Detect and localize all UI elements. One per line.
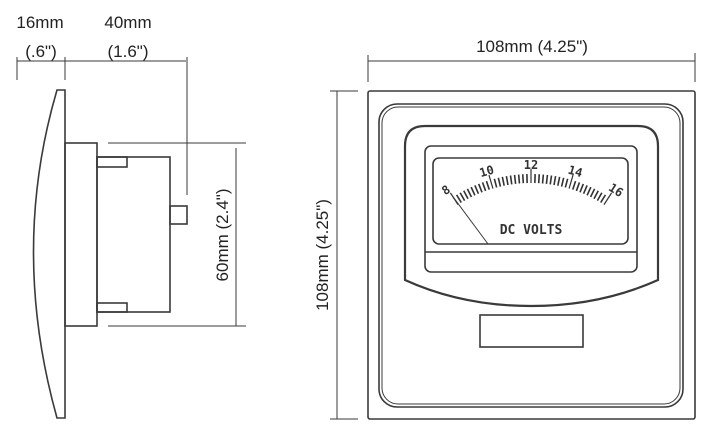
scale-minor-tick [596,192,603,201]
front-depth-in-label: (.6") [25,42,57,61]
width-label: 108mm (4.25") [476,37,588,56]
side-view: 16mm (.6") 40mm (1.6") 60mm (2.4") [16,13,246,419]
scale-minor-tick [474,185,480,195]
scale-minor-tick [493,178,498,188]
scale-major-tick [603,192,613,205]
meter-bezel [403,124,660,308]
height-dimension-lines-front [330,90,358,420]
clip-top [96,156,128,168]
scale-minor-tick [575,182,581,192]
scale-label-12: 12 [524,158,538,172]
scale-minor-tick [541,174,545,184]
scale-minor-tick [579,183,585,193]
scale-major-tick [488,174,494,189]
height-label: 108mm (4.25") [313,199,332,311]
meter-scale [449,169,613,205]
width-dimension-lines [367,53,696,82]
meter-body [96,156,171,313]
scale-minor-tick [586,186,592,196]
mounting-flange [64,142,98,327]
depth-dimension-lines [16,57,188,195]
scale-minor-tick [481,182,487,192]
front-view: 108mm (4.25") 108mm (4.25") 8 10 12 14 1… [313,37,696,420]
front-depth-mm-label: 16mm [16,13,63,32]
unit-label: DC VOLTS [500,223,563,238]
scale-minor-tick [582,185,588,195]
scale-minor-tick [560,177,565,187]
scale-minor-tick [466,188,473,198]
scale-label-16: 16 [606,180,626,200]
scale-minor-tick [470,186,476,196]
scale-minor-tick [505,175,509,186]
scale-label-8: 8 [439,182,453,198]
front-panel-profile [32,89,66,419]
scale-minor-tick [549,175,553,185]
meter-needle [452,195,489,245]
panel-bevel-inner [381,106,681,405]
scale-minor-tick [545,174,549,184]
scale-minor-tick [589,188,596,198]
scale-minor-tick [564,178,569,188]
scale-minor-tick [517,174,521,184]
scale-minor-tick [463,190,469,200]
clip-bottom [96,302,128,313]
scale-minor-tick [600,194,607,203]
scale-minor-tick [477,183,483,193]
body-depth-in-label: (1.6") [108,42,149,61]
body-height-label: 60mm (2.4") [213,189,232,282]
scale-major-tick [568,174,574,189]
scale-minor-tick [509,175,513,185]
terminal-stud [169,205,188,225]
meter-window [424,145,638,273]
scale-label-10: 10 [478,163,496,181]
scale-label-14: 14 [566,163,584,181]
front-panel [367,90,696,420]
scale-minor-tick [537,174,541,184]
height-dimension-lines [108,142,246,327]
body-depth-mm-label: 40mm [104,13,151,32]
scale-minor-tick [459,192,466,201]
scale-minor-tick [521,174,525,184]
scale-minor-tick [557,176,561,186]
scale-minor-tick [571,180,577,190]
scale-minor-tick [513,174,517,184]
panel-bevel-outer [378,103,684,408]
scale-minor-tick [485,180,491,190]
scale-minor-tick [593,190,599,200]
nameplate [479,314,584,348]
scale-minor-tick [501,176,505,186]
scale-minor-tick [553,175,557,186]
scale-minor-tick [455,194,462,203]
scale-minor-tick [497,177,502,187]
meter-face [432,157,629,245]
